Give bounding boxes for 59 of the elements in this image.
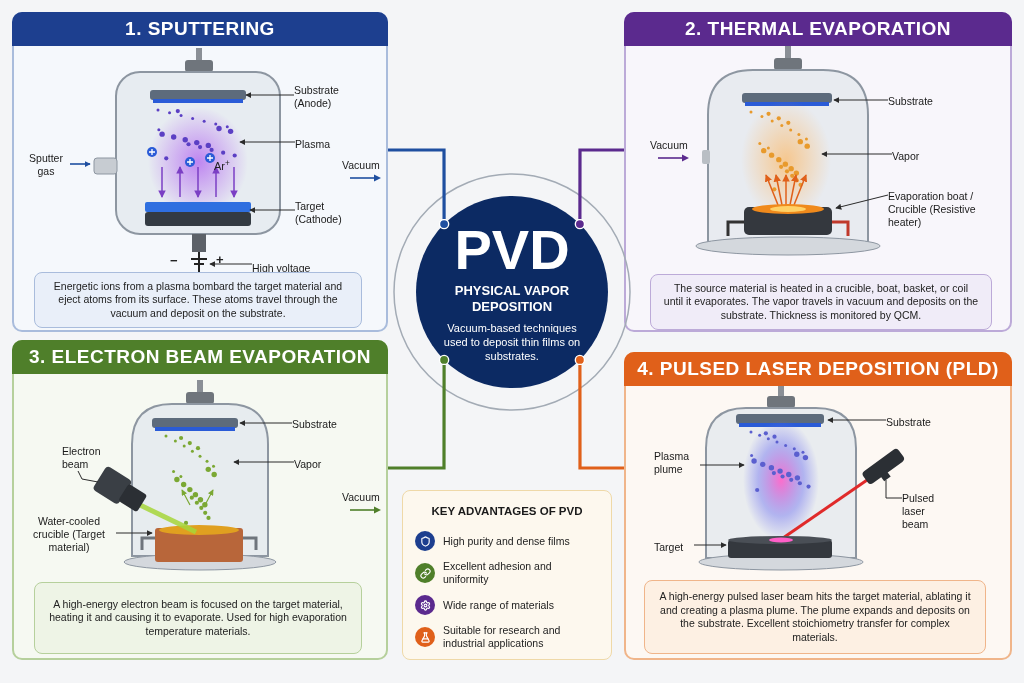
acronym-text: PVD <box>454 221 570 279</box>
leader-line <box>699 462 745 468</box>
part-label: Substrate <box>888 95 948 108</box>
panel-header: 4. PULSED LASER DEPOSITION (PLD) <box>624 352 1012 386</box>
polarity-sign: + <box>216 251 224 269</box>
list-item-text: Suitable for research and industrial applications <box>443 624 562 651</box>
list-item-text: High purity and dense films <box>443 534 570 548</box>
leader-line <box>885 479 903 499</box>
list-item-text: Excellent adhesion and uniformity <box>443 560 553 587</box>
part-label: Plasma <box>295 138 345 151</box>
leader-line <box>827 417 887 423</box>
subtitle-text: Vacuum-based techniques used to deposit thin films on substrates. <box>442 321 582 363</box>
part-label: Vapor <box>294 458 344 471</box>
card-heading: KEY ADVANTAGES OF PVD <box>430 504 584 519</box>
part-label: Substrate <box>292 418 352 431</box>
part-label: Vapor <box>892 150 942 163</box>
list-item-text: Wide range of materials <box>443 598 554 612</box>
leader-line <box>245 92 295 98</box>
part-label: Target (Cathode) <box>295 200 357 226</box>
part-label: Substrate (Anode) <box>294 84 356 110</box>
advantages-card <box>402 490 612 660</box>
connector-line <box>574 148 624 230</box>
vacuum-label: Vacuum <box>342 158 380 173</box>
description-box: Energetic ions from a plasma bombard the target material and eject atoms from its surface. These atoms travel through the vacuum and deposit on the substrate. <box>34 272 362 328</box>
part-label: Sputter gas <box>22 152 70 178</box>
description-box: A high-energy electron beam is focused on the target material, heating it and causing it to evaporate. Used for high evaporation temperature materials. <box>34 582 362 654</box>
technique-panel <box>12 12 388 332</box>
ion-label: Ar$^{+}$ <box>214 158 230 174</box>
leader-line <box>209 261 253 267</box>
part-label: Pulsed laser beam <box>902 492 946 531</box>
polarity-sign: − <box>170 252 178 270</box>
description-box: A high-energy pulsed laser beam hits the target material, ablating it and creating a plasma plume. The plume expands and deposits on the substrate. Excellent stoichiometry transfer for complex materials. <box>644 580 986 654</box>
part-label: Substrate <box>886 416 946 429</box>
description-box: The source material is heated in a crucible, boat, basket, or coil until it evaporates. The vapor travels in vacuum and deposits on the substrate. Thickness is monitored by QCM. <box>650 274 992 330</box>
leader-line <box>833 97 889 103</box>
panel-header: 3. ELECTRON BEAM EVAPORATION <box>12 340 388 374</box>
part-label: Plasma plume <box>654 450 700 476</box>
heading-text: PHYSICAL VAPOR DEPOSITION <box>453 283 571 315</box>
leader-line <box>693 542 727 548</box>
connector-line <box>574 354 624 470</box>
leader-line <box>239 139 296 145</box>
leader-line <box>821 151 893 157</box>
panel-header: 2. THERMAL EVAPORATION <box>624 12 1012 46</box>
connector-line <box>388 354 450 470</box>
part-label: Water-cooled crucible (Target material) <box>22 515 116 554</box>
leader-line <box>115 530 153 536</box>
leader-line <box>249 207 296 213</box>
part-label: Electron beam <box>62 445 110 471</box>
flow-arrow <box>69 161 91 167</box>
vacuum-label: Vacuum <box>342 490 380 505</box>
panel-header: 1. SPUTTERING <box>12 12 388 46</box>
leader-line <box>835 194 889 210</box>
leader-line <box>239 420 293 426</box>
vacuum-label: Vacuum <box>650 138 688 153</box>
leader-line <box>233 459 295 465</box>
leader-line <box>77 470 99 483</box>
connector-line <box>388 148 450 230</box>
part-label: Evaporation boat / Crucible (Resistive heater) <box>888 190 992 229</box>
part-label: Target <box>654 541 694 554</box>
